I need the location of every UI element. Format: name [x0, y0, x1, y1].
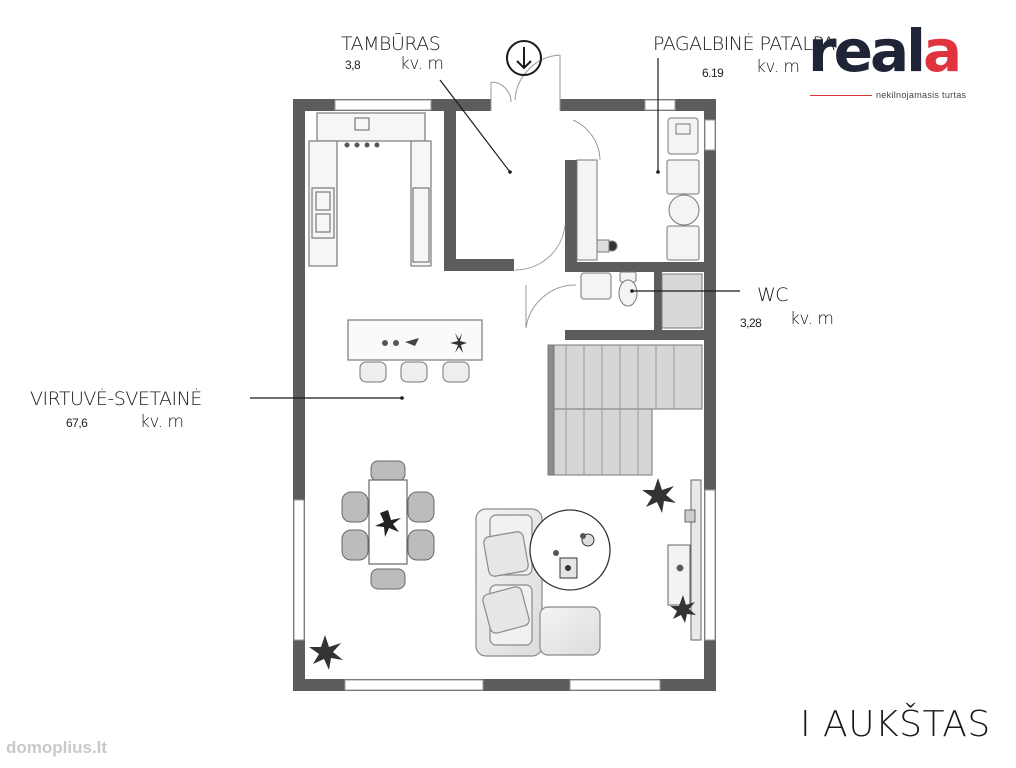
virtuve-unit: kv. m [140, 412, 184, 432]
pagalbine-area: 6.19 [702, 66, 724, 80]
pagalbine-label: PAGALBINĖ PATALPA [653, 33, 835, 55]
tamburas-unit: kv. m [400, 54, 444, 74]
label-leader-lines [250, 58, 740, 399]
wc-label: WC [757, 284, 789, 306]
staircase [547, 344, 703, 476]
logo-text-main: real [808, 17, 926, 85]
sofa [475, 508, 601, 657]
floor-title: I AUKŠTAS [800, 704, 991, 745]
wc-fixtures [580, 271, 703, 329]
wc-unit: kv. m [790, 309, 834, 329]
logo-subtitle: nekilnojamasis turtas [876, 90, 967, 100]
entrance-arrow-icon [506, 40, 542, 76]
round-coffee-table [529, 509, 611, 591]
door-swings [490, 54, 601, 329]
virtuve-area: 67,6 [66, 416, 88, 430]
kitchen-counters [308, 112, 432, 267]
dining-table-set [341, 460, 435, 590]
logo-text-accent: a [922, 17, 962, 85]
kitchen-island [347, 319, 483, 383]
tamburas-area: 3,8 [345, 58, 361, 72]
windows [293, 99, 716, 691]
virtuve-label: VIRTUVĖ-SVETAINĖ [30, 388, 202, 410]
tamburas-label: TAMBŪRAS [341, 33, 441, 55]
tv-console [667, 479, 702, 641]
cooktop [344, 142, 380, 148]
wc-area: 3,28 [740, 316, 762, 330]
watermark: domoplius.lt [6, 738, 108, 757]
logo-accent-line [810, 95, 872, 96]
utility-room-fixtures [576, 117, 700, 261]
reala-logo: reala [808, 22, 962, 80]
pagalbine-unit: kv. m [756, 57, 800, 77]
interior-walls [444, 111, 704, 340]
plant-icons [309, 478, 696, 670]
